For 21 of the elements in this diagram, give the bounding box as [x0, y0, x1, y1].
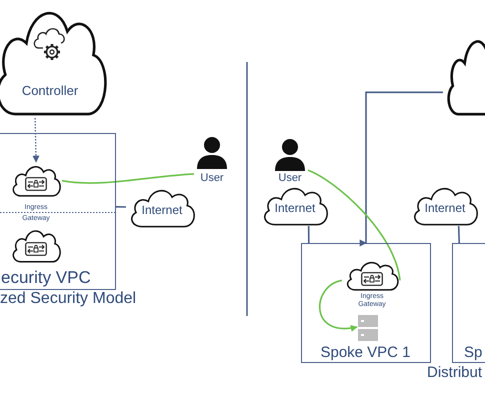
vpc-label: Sp: [464, 344, 484, 362]
user-label: User: [277, 172, 303, 185]
arrow: [32, 118, 40, 163]
user-label: User: [199, 172, 225, 185]
cloud-label: Internet: [274, 202, 316, 216]
vpc-box: [0, 133, 116, 290]
vpc-label: ecurity VPC: [1, 268, 92, 288]
connector-line: [308, 226, 310, 243]
connector-line: [458, 226, 460, 244]
connector-line: [116, 206, 126, 208]
connector-line: [308, 169, 401, 281]
vpc-box: [301, 243, 431, 363]
arrow: [362, 92, 443, 244]
arrow: [319, 280, 358, 332]
cloud-label: Internet: [140, 204, 184, 218]
model-caption: zed Security Model: [0, 290, 136, 308]
cloud-label: Internet: [424, 202, 466, 216]
model-caption: Distribut: [427, 364, 482, 382]
connector-line: [62, 173, 194, 184]
vpc-label: Spoke VPC 1: [319, 344, 412, 362]
cloud-label: Controller: [20, 84, 80, 99]
